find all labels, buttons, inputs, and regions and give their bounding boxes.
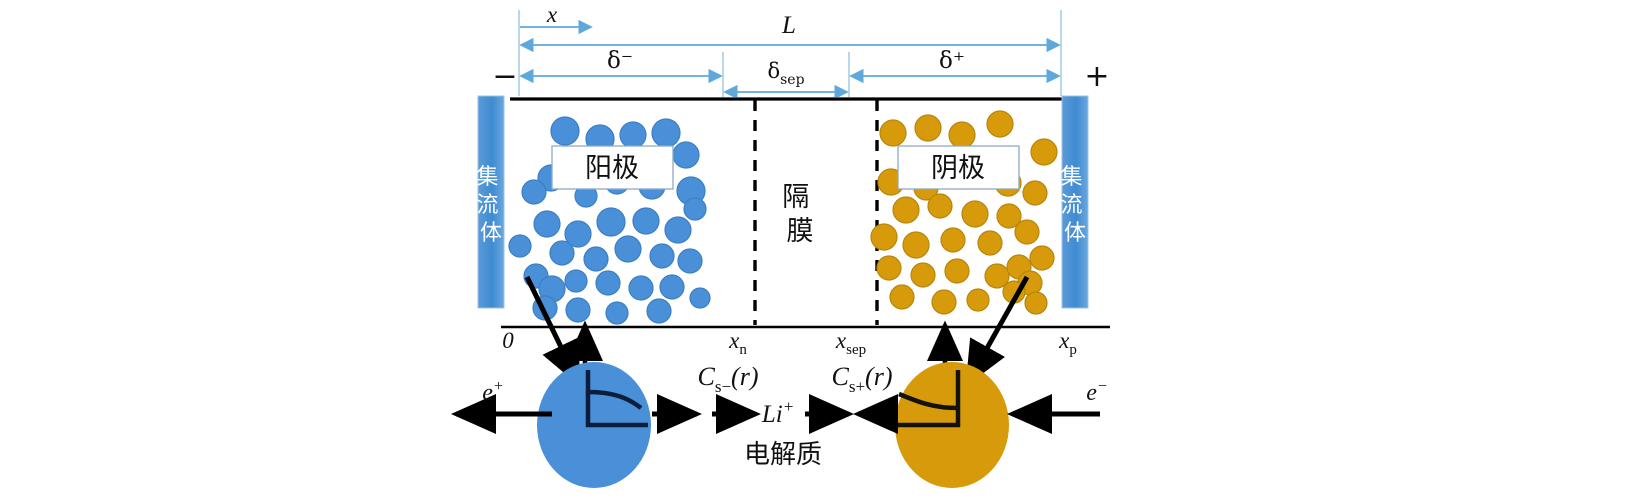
cathode-particle: [961, 200, 989, 228]
cathode-particle: [1022, 180, 1048, 206]
anode-particle: [683, 197, 707, 221]
cathode-particle: [966, 288, 990, 312]
right-collector-label: 集 流 体: [1060, 165, 1089, 246]
anode-particle: [619, 121, 647, 149]
axis-tick-xp: xp: [1058, 328, 1077, 358]
cathode-particle: [996, 203, 1022, 229]
cathode-particle: [1024, 291, 1048, 315]
anode-particle: [614, 235, 642, 263]
cathode-zoom-connector: [965, 275, 1030, 387]
cathode-particle: [1030, 138, 1058, 166]
anode-zoom-connector: [524, 275, 581, 387]
anode-particle: [583, 246, 609, 272]
anode-particle: [632, 207, 660, 235]
electron-right-label: e−: [1086, 378, 1107, 406]
axis-tick-xsep: xsep: [835, 328, 866, 358]
anode-particle: [628, 275, 654, 301]
anode-particle: [664, 216, 692, 244]
separator-label: 隔 膜: [782, 182, 818, 247]
cathode-particle: [986, 110, 1014, 138]
anode-particle: [508, 234, 532, 258]
cathode-concentration-curve: [898, 391, 959, 411]
cathode-particle: [944, 258, 970, 284]
anode-particle: [565, 297, 591, 323]
dim-label-L: L: [781, 12, 796, 39]
anode-particle: [533, 210, 561, 238]
anode-concentration-curve: [587, 389, 643, 410]
axis-tick-xn: xn: [728, 328, 747, 358]
terminal-positive-label: +: [1084, 59, 1109, 94]
anode-particle: [550, 116, 580, 146]
dim-label-delta-plus: δ⁺: [939, 48, 965, 74]
cathode-particle: [1014, 219, 1040, 245]
cathode-particle: [892, 196, 920, 224]
cathode-particle: [914, 114, 942, 142]
cathode-label: 阴极: [931, 153, 985, 184]
cathode-particle: [870, 223, 898, 251]
anode-particle: [649, 243, 675, 269]
anode-concentration-label: Cs−(r): [698, 362, 759, 396]
li-ion-label: Li+: [761, 397, 794, 428]
cathode-particle: [977, 230, 1003, 256]
anode-particle: [521, 179, 547, 205]
anode-label: 阳极: [585, 153, 639, 184]
anode-particle: [549, 240, 575, 266]
dimension-guides: [518, 10, 1062, 100]
anode-particle: [646, 298, 672, 324]
cathode-particle: [927, 193, 953, 219]
anode-particle: [689, 287, 711, 309]
left-collector-label: 集 流 体: [476, 165, 505, 246]
cathode-particle: [948, 121, 976, 149]
cathode-particle: [931, 289, 957, 315]
cathode-particle: [1029, 245, 1055, 271]
cathode-sphere-axes: [896, 370, 961, 428]
dim-label-x: x: [546, 2, 558, 27]
anode-particle: [605, 301, 629, 325]
cathode-particle: [879, 119, 907, 147]
anode-particle: [564, 220, 592, 248]
electrolyte-label: 电解质: [744, 440, 822, 470]
anode-particle-group: [508, 116, 711, 325]
electron-left-label: e+: [482, 378, 503, 406]
anode-label-box: [551, 145, 674, 190]
dim-label-delta-sep: δsep: [767, 59, 804, 88]
right-current-collector: [1061, 95, 1089, 309]
anode-particle: [651, 118, 681, 148]
cathode-particle: [910, 262, 936, 288]
left-current-collector: [477, 95, 505, 309]
cathode-particle: [889, 284, 915, 310]
cathode-particle: [902, 231, 930, 259]
anode-particle: [595, 270, 621, 296]
cathode-particle: [940, 227, 966, 253]
axis-tick-0: 0: [502, 328, 514, 353]
cathode-concentration-label: Cs+(r): [832, 362, 893, 396]
cathode-label-box: [897, 145, 1020, 190]
cathode-particle: [984, 263, 1010, 289]
cathode-particle: [876, 255, 902, 281]
anode-sphere-axes: [585, 370, 648, 428]
dimension-arrows: [519, 19, 1061, 100]
anode-particle: [564, 269, 588, 293]
anode-particle: [672, 141, 700, 169]
anode-particle: [596, 207, 626, 237]
anode-particle: [659, 274, 685, 300]
dim-label-delta-minus: δ⁻: [607, 48, 633, 74]
terminal-negative-label: −: [492, 59, 517, 94]
anode-particle: [677, 248, 703, 274]
